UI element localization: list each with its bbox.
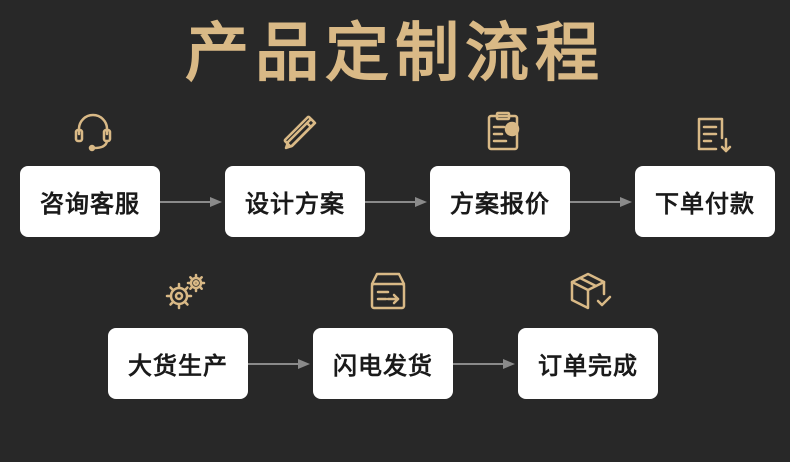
step-label: 订单完成 — [538, 352, 638, 380]
step-label: 咨询客服 — [40, 190, 140, 218]
flow-arrow — [365, 196, 430, 208]
step-production: 大货生产 — [108, 328, 248, 399]
flow-arrow — [570, 196, 635, 208]
step-consult: 咨询客服 — [20, 166, 160, 237]
clipboard-icon — [484, 110, 524, 152]
step-label: 闪电发货 — [333, 352, 433, 380]
step-label: 方案报价 — [450, 190, 550, 218]
document-download-icon — [694, 114, 734, 154]
ruler-pencil-icon — [280, 112, 320, 152]
step-label: 大货生产 — [128, 352, 228, 380]
flow-arrow — [248, 358, 313, 370]
page-title: 产品定制流程 — [185, 17, 605, 91]
gears-icon — [162, 272, 208, 312]
step-complete: 订单完成 — [518, 328, 658, 399]
step-label: 设计方案 — [245, 190, 345, 218]
flow-arrow — [160, 196, 225, 208]
step-quote: 方案报价 — [430, 166, 570, 237]
package-check-icon — [568, 270, 614, 312]
headset-icon — [72, 110, 114, 152]
flow-arrow — [453, 358, 518, 370]
step-design: 设计方案 — [225, 166, 365, 237]
step-payment: 下单付款 — [635, 166, 775, 237]
step-shipping: 闪电发货 — [313, 328, 453, 399]
step-label: 下单付款 — [655, 190, 755, 218]
box-ship-icon — [366, 270, 410, 312]
